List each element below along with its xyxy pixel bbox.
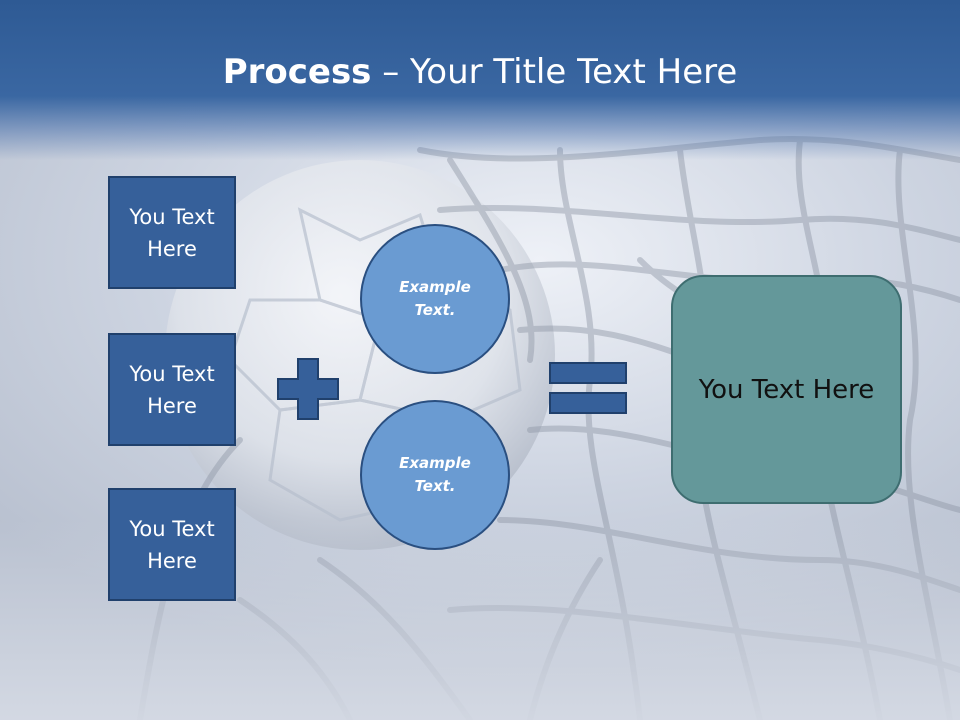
input-box-3: You Text Here xyxy=(108,488,236,601)
title-rest: – Your Title Text Here xyxy=(371,52,738,92)
result-box: You Text Here xyxy=(671,275,902,504)
input-box-2: You Text Here xyxy=(108,333,236,446)
title-bar xyxy=(0,0,960,160)
circle-label: Example Text. xyxy=(399,278,471,319)
circle-label: Example Text. xyxy=(399,454,471,495)
example-circle-2: Example Text. xyxy=(360,400,510,550)
plus-icon xyxy=(277,358,339,420)
input-box-label: You Text Here xyxy=(129,516,215,573)
input-box-1: You Text Here xyxy=(108,176,236,289)
example-circle-1: Example Text. xyxy=(360,224,510,374)
equals-icon xyxy=(549,362,627,414)
result-label: You Text Here xyxy=(698,374,875,405)
page-title: Process – Your Title Text Here xyxy=(0,52,960,92)
input-box-label: You Text Here xyxy=(129,361,215,418)
input-box-label: You Text Here xyxy=(129,204,215,261)
title-bold: Process xyxy=(222,52,372,92)
